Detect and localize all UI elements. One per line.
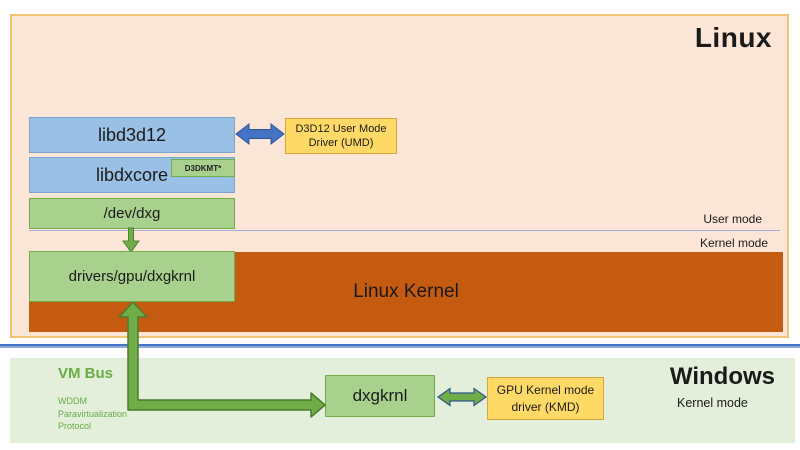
node-linux-kernel-label: Linux Kernel	[353, 281, 459, 302]
node-libd3d12-label: libd3d12	[97, 124, 167, 145]
os-separator-rule	[0, 344, 800, 348]
down-arrow-icon	[122, 227, 140, 253]
vmbus-line-wddm: WDDM	[58, 396, 87, 406]
node-drivers-gpu-dxgkrnl: drivers/gpu/dxgkrnl	[29, 251, 235, 302]
vmbus-elbow-arrow-icon	[118, 301, 326, 418]
windows-section-title: Windows	[669, 363, 775, 390]
node-kmd-label-line2: driver (KMD)	[511, 399, 580, 414]
mode-divider-line	[29, 230, 780, 231]
vmbus-line-protocol: Protocol	[58, 421, 92, 431]
node-dev-dxg-label: /dev/dxg	[103, 205, 161, 222]
vmbus-protocol-lines: WDDM Paravirtualization Protocol	[58, 395, 127, 433]
user-mode-label: User mode	[703, 212, 762, 226]
node-umd-label-line2: Driver (UMD)	[308, 137, 374, 149]
node-d3d12-umd: D3D12 User Mode Driver (UMD)	[285, 118, 397, 154]
node-drivers-label: drivers/gpu/dxgkrnl	[68, 268, 196, 285]
node-gpu-kmd: GPU Kernel mode driver (KMD)	[487, 377, 604, 420]
node-umd-label-line1: D3D12 User Mode	[295, 122, 387, 135]
vmbus-title: VM Bus	[58, 365, 114, 382]
node-libdxcore-label: libdxcore	[95, 164, 169, 185]
node-dxgkrnl: dxgkrnl	[325, 375, 435, 417]
d3dkmt-badge-label: D3DKMT*	[184, 163, 222, 173]
green-double-arrow-icon	[436, 387, 488, 407]
node-linux-kernel: Linux Kernel	[29, 252, 783, 332]
node-dev-dxg: /dev/dxg	[29, 198, 235, 229]
windows-kernel-mode-label: Kernel mode	[677, 396, 748, 410]
d3dkmt-badge: D3DKMT*	[171, 159, 235, 177]
node-libd3d12: libd3d12	[29, 117, 235, 153]
node-dxgkrnl-label: dxgkrnl	[352, 386, 408, 405]
vmbus-line-paravirtualization: Paravirtualization	[58, 408, 128, 419]
linux-section-title: Linux	[694, 22, 772, 53]
blue-double-arrow-icon	[235, 122, 285, 146]
node-kmd-label-line1: GPU Kernel mode	[496, 383, 595, 398]
kernel-mode-label: Kernel mode	[699, 236, 768, 250]
